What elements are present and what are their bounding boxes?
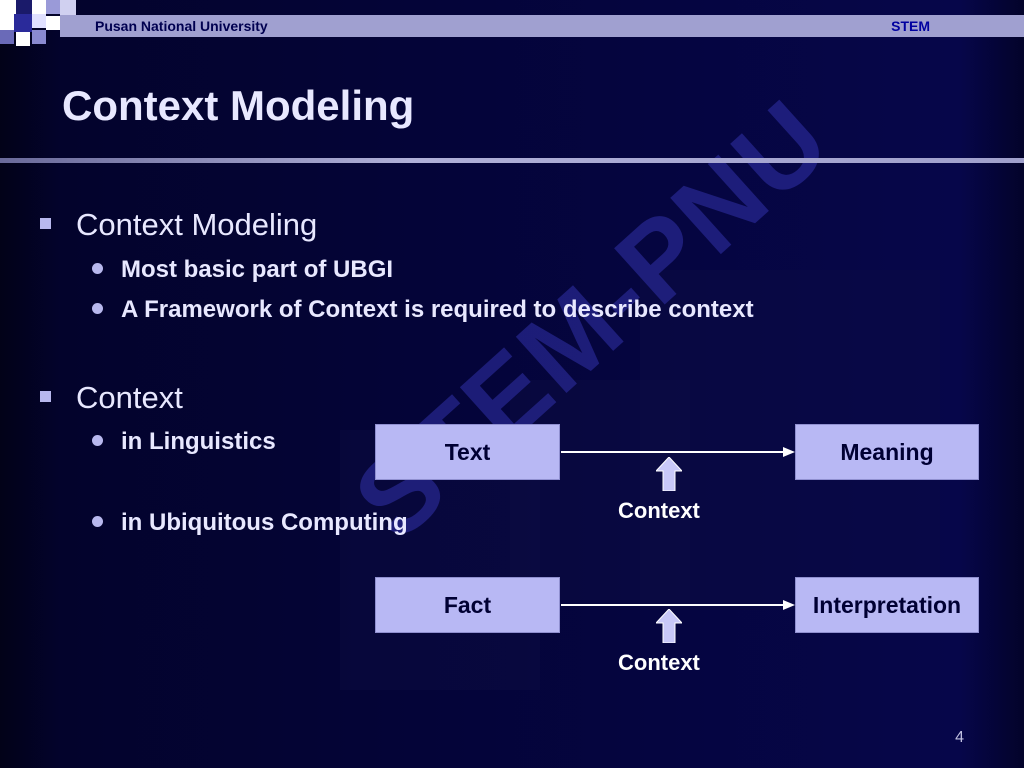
up-arrow-icon	[656, 457, 682, 491]
sub-bullet-text: Most basic part of UBGI	[121, 256, 394, 283]
sub-bullet-text: in Linguistics	[121, 428, 276, 455]
context-label: Context	[618, 498, 700, 523]
round-bullet-icon	[92, 516, 103, 528]
arrow-right-icon	[783, 447, 795, 457]
round-bullet-icon	[92, 435, 103, 447]
bullet-context-modeling: Context Modeling	[40, 207, 317, 243]
diagram-box-interpretation: Interpretation	[795, 577, 979, 633]
square-bullet-icon	[40, 391, 51, 403]
sub-bullet: A Framework of Context is required to de…	[92, 296, 754, 324]
up-arrow-icon	[656, 609, 682, 643]
page-number: 4	[955, 729, 964, 746]
context-label: Context	[618, 650, 700, 675]
watermark-block	[510, 380, 690, 600]
sub-bullet-text: in Ubiquitous Computing	[121, 509, 408, 536]
sub-bullet: in Ubiquitous Computing	[92, 509, 408, 537]
slide-title: Context Modeling	[62, 82, 415, 129]
sub-bullet: in Linguistics	[92, 428, 276, 456]
round-bullet-icon	[92, 263, 103, 275]
square-bullet-icon	[40, 218, 51, 230]
header-group: STEM	[891, 18, 930, 34]
bullet-text: Context	[76, 380, 183, 415]
arrow-line	[561, 451, 783, 453]
title-divider	[0, 158, 1024, 163]
header-university: Pusan National University	[95, 18, 268, 34]
bullet-text: Context Modeling	[76, 207, 318, 242]
diagram-box-meaning: Meaning	[795, 424, 979, 480]
logo-squares	[0, 0, 80, 48]
header-bar: Pusan National University STEM	[60, 15, 1024, 37]
sub-bullet-text: A Framework of Context is required to de…	[121, 296, 754, 323]
arrow-right-icon	[783, 600, 795, 610]
diagram-box-fact: Fact	[375, 577, 560, 633]
arrow-line	[561, 604, 783, 606]
sub-bullet: Most basic part of UBGI	[92, 256, 393, 284]
bullet-context: Context	[40, 380, 183, 416]
diagram-box-text: Text	[375, 424, 560, 480]
round-bullet-icon	[92, 303, 103, 315]
